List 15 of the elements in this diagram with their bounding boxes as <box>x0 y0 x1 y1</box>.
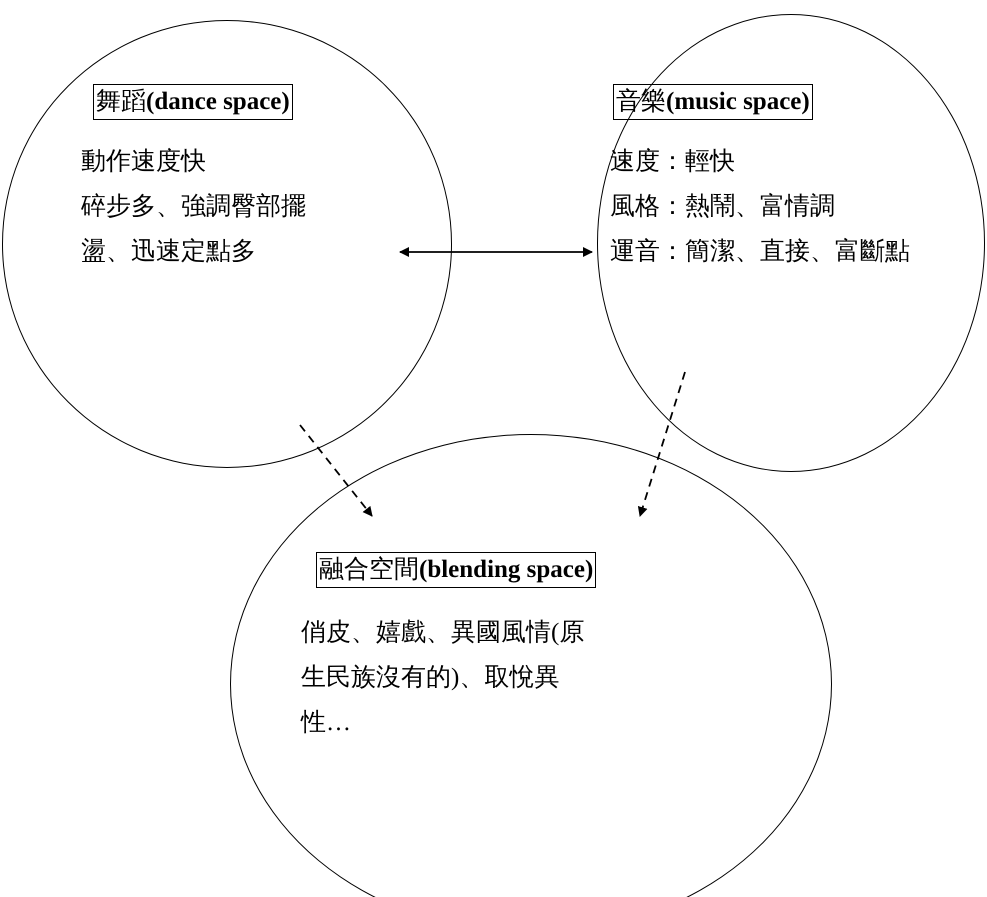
description-text: 俏皮、嬉戲、異國風情(原生民族沒有的)、取悅異性… <box>301 618 586 738</box>
description-text: 動作速度快 <box>81 146 207 177</box>
space-heading: 音樂(music space) <box>613 84 813 120</box>
space-heading: 舞蹈(dance space) <box>93 84 293 120</box>
arrow <box>399 247 593 257</box>
arrow <box>638 372 686 517</box>
arrow <box>299 424 373 517</box>
space-circle <box>597 14 985 472</box>
space-heading: 融合空間(blending space) <box>316 552 596 588</box>
description-text: 速度：輕快 <box>610 146 736 177</box>
space-circle <box>2 20 452 468</box>
description-text: 碎步多、強調臀部擺盪、迅速定點多 <box>81 192 307 267</box>
description-text: 風格：熱鬧、富情調 <box>610 192 836 222</box>
description-text: 運音：簡潔、直接、富斷點 <box>610 236 911 267</box>
space-circle <box>230 434 832 897</box>
